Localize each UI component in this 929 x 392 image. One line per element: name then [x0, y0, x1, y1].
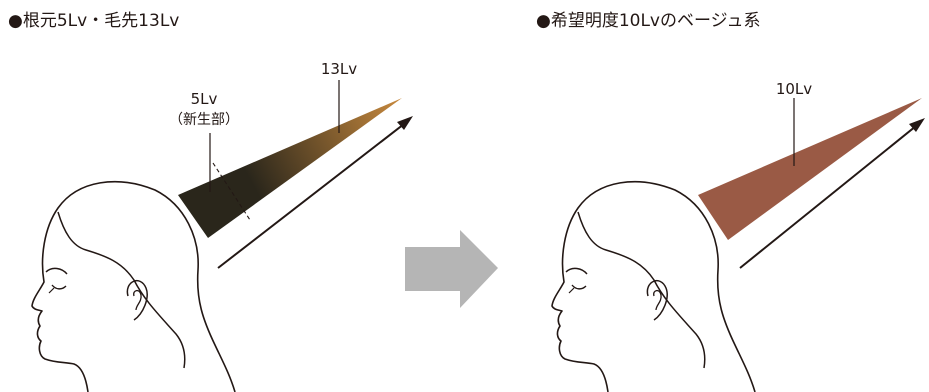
right-panel-title: ●希望明度10Lvのベージュ系 — [536, 11, 761, 31]
root-level-label: 5Lv — [191, 90, 218, 108]
left-panel-title: ●根元5Lv・毛先13Lv — [8, 11, 180, 31]
root-level-note: （新生部） — [169, 112, 239, 128]
root-boundary-dashed-line — [212, 162, 251, 221]
length-arrow-line-left — [217, 123, 405, 269]
tip-level-label: 13Lv — [321, 60, 357, 78]
target-level-label: 10Lv — [776, 80, 812, 98]
length-arrowhead-right-icon — [909, 118, 925, 132]
length-arrowhead-left-icon — [397, 116, 413, 130]
length-arrow-line-right — [739, 125, 917, 269]
target-hair-strand — [698, 98, 922, 240]
hair-strand-gradient — [178, 98, 402, 238]
transition-arrow-icon — [405, 230, 498, 308]
